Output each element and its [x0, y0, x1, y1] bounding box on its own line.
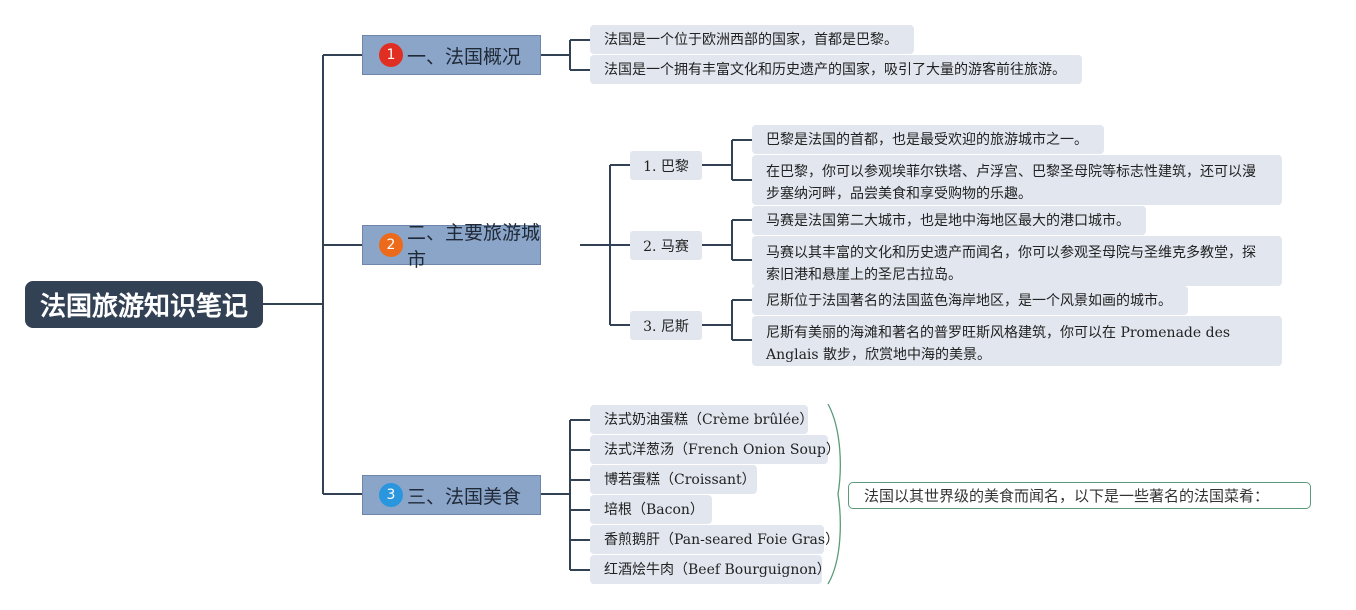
- topic-overview[interactable]: 1 一、法国概况: [362, 35, 541, 75]
- topic-title: 一、法国概况: [407, 45, 522, 68]
- topic-title: 三、法国美食: [407, 485, 522, 508]
- leaf-food-1[interactable]: 法式奶油蛋糕（Crème brûlée）: [590, 405, 813, 434]
- number-badge-1: 1: [379, 43, 403, 67]
- topic-cities[interactable]: 2 二、主要旅游城市: [362, 222, 541, 271]
- root-node[interactable]: 法国旅游知识笔记: [25, 281, 263, 328]
- leaf-food-5[interactable]: 香煎鹅肝（Pan-seared Foie Gras）: [590, 525, 839, 554]
- leaf-nice-2[interactable]: 尼斯有美丽的海滩和著名的普罗旺斯风格建筑，你可以在 Promenade des …: [752, 316, 1282, 366]
- topic-title: 二、主要旅游城市: [407, 222, 541, 271]
- leaf-overview-1[interactable]: 法国是一个位于欧洲西部的国家，首都是巴黎。: [590, 25, 914, 54]
- leaf-marseille-2[interactable]: 马赛以其丰富的文化和历史遗产而闻名，你可以参观圣母院与圣维克多教堂，探索旧港和悬…: [752, 236, 1282, 286]
- subtopic-paris[interactable]: 1. 巴黎: [630, 151, 702, 180]
- root-title: 法国旅游知识笔记: [39, 292, 248, 322]
- leaf-overview-2[interactable]: 法国是一个拥有丰富文化和历史遗产的国家，吸引了大量的游客前往旅游。: [590, 55, 1082, 84]
- topic-cuisine[interactable]: 3 三、法国美食: [362, 475, 541, 515]
- summary-bracket: [827, 403, 841, 585]
- leaf-food-4[interactable]: 培根（Bacon）: [590, 495, 712, 524]
- leaf-paris-1[interactable]: 巴黎是法国的首都，也是最受欢迎的旅游城市之一。: [752, 125, 1104, 154]
- number-badge-3: 3: [379, 483, 403, 507]
- cuisine-summary[interactable]: 法国以其世界级的美食而闻名，以下是一些著名的法国菜肴：: [848, 482, 1311, 509]
- leaf-paris-2[interactable]: 在巴黎，你可以参观埃菲尔铁塔、卢浮宫、巴黎圣母院等标志性建筑，还可以漫步塞纳河畔…: [752, 155, 1282, 205]
- leaf-food-2[interactable]: 法式洋葱汤（French Onion Soup）: [590, 435, 840, 464]
- number-badge-2: 2: [379, 233, 403, 257]
- leaf-food-3[interactable]: 博若蛋糕（Croissant）: [590, 465, 757, 494]
- subtopic-marseille[interactable]: 2. 马赛: [630, 231, 702, 260]
- subtopic-nice[interactable]: 3. 尼斯: [630, 311, 702, 340]
- leaf-marseille-1[interactable]: 马赛是法国第二大城市，也是地中海地区最大的港口城市。: [752, 206, 1146, 235]
- leaf-nice-1[interactable]: 尼斯位于法国著名的法国蓝色海岸地区，是一个风景如画的城市。: [752, 286, 1188, 315]
- leaf-food-6[interactable]: 红酒烩牛肉（Beef Bourguignon）: [590, 555, 831, 584]
